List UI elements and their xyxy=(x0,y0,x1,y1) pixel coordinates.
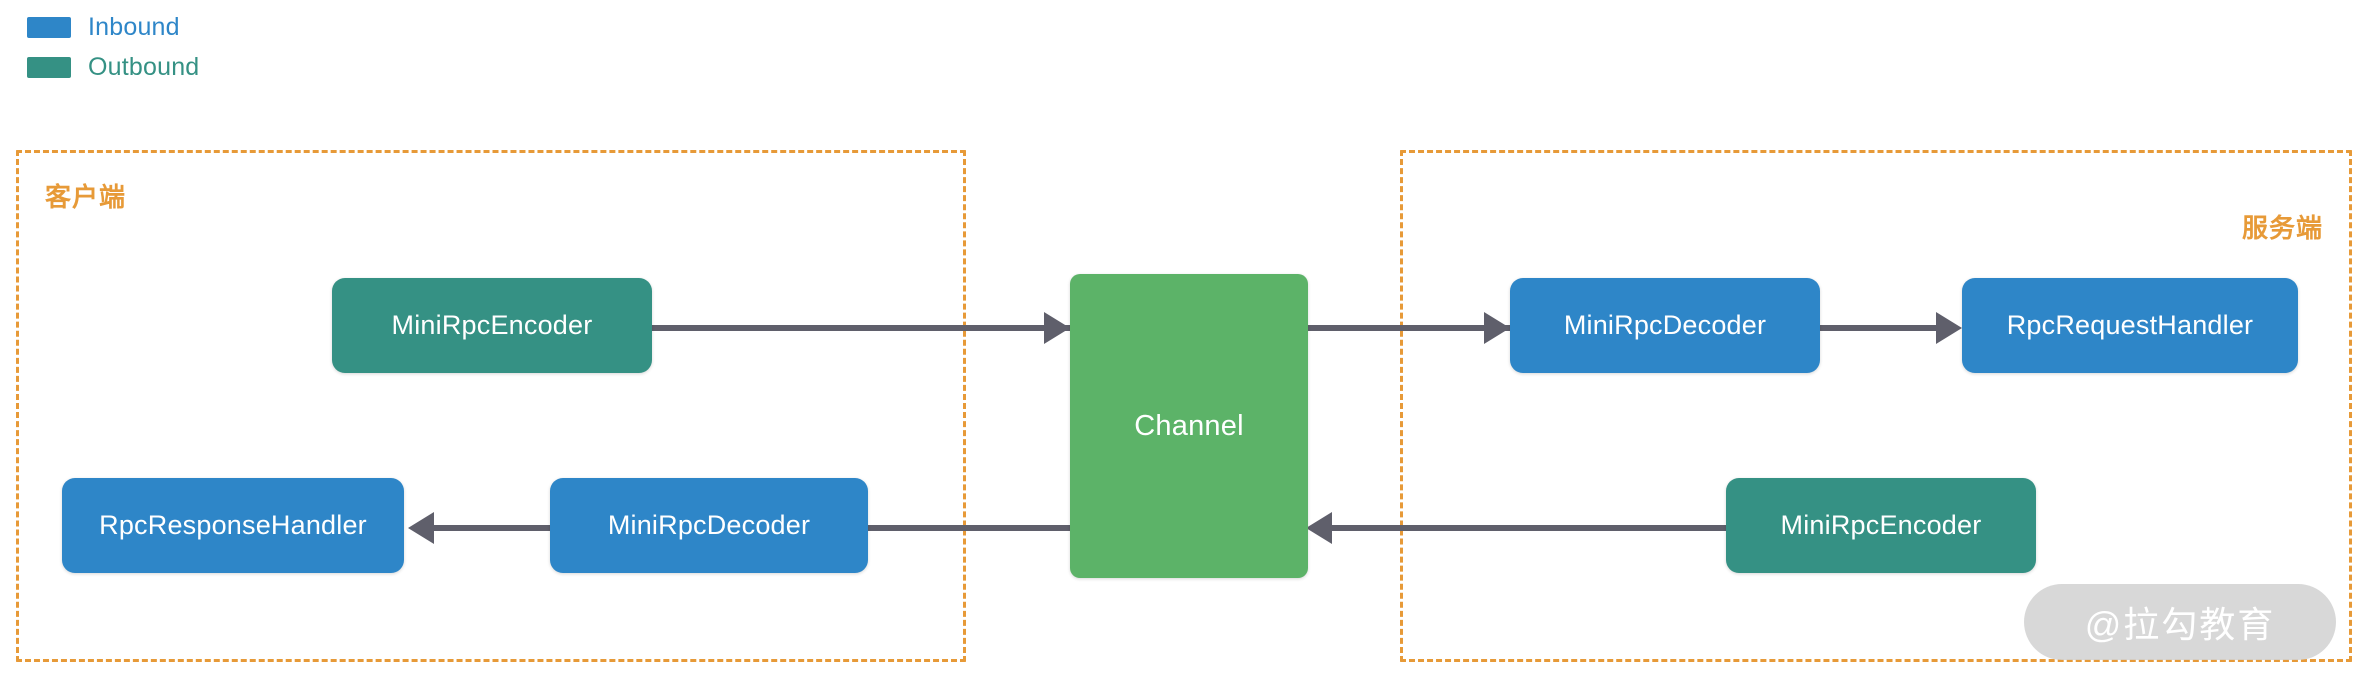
arrowhead-server-encoder-to-channel xyxy=(1306,512,1332,544)
arrowhead-server-decoder-to-request-handler xyxy=(1936,312,1962,344)
node-client-response-handler-label: RpcResponseHandler xyxy=(99,510,367,540)
group-server: 服务端 xyxy=(1400,150,2352,662)
group-server-label: 服务端 xyxy=(2241,213,2323,243)
edge-client-encoder-to-channel xyxy=(652,325,1072,331)
legend-swatch-inbound xyxy=(27,16,71,38)
legend: Inbound Outbound xyxy=(27,10,327,90)
arrowhead-client-encoder-to-channel xyxy=(1044,312,1070,344)
node-server-request-handler-label: RpcRequestHandler xyxy=(2006,310,2254,340)
legend-item-inbound: Inbound xyxy=(27,10,327,44)
watermark-text: @拉勾教育 xyxy=(2084,604,2276,645)
node-server-decoder-label: MiniRpcDecoder xyxy=(1563,310,1767,340)
node-client-encoder[interactable]: MiniRpcEncoder xyxy=(332,278,652,373)
edge-channel-to-server-decoder xyxy=(1306,325,1518,331)
node-client-decoder-label: MiniRpcDecoder xyxy=(607,510,811,540)
edge-server-encoder-to-channel xyxy=(1330,525,1730,531)
legend-label-inbound: Inbound xyxy=(88,12,180,41)
node-server-request-handler[interactable]: RpcRequestHandler xyxy=(1962,278,2298,373)
arrowhead-channel-to-server-decoder xyxy=(1484,312,1510,344)
arrowhead-client-decoder-to-response-handler xyxy=(408,512,434,544)
node-client-response-handler[interactable]: RpcResponseHandler xyxy=(62,478,404,573)
node-server-encoder-label: MiniRpcEncoder xyxy=(1780,510,1982,540)
watermark: @拉勾教育 xyxy=(2024,584,2336,660)
node-client-encoder-label: MiniRpcEncoder xyxy=(391,310,593,340)
node-client-decoder[interactable]: MiniRpcDecoder xyxy=(550,478,868,573)
legend-item-outbound: Outbound xyxy=(27,50,327,84)
group-client: 客户端 xyxy=(16,150,966,662)
node-channel[interactable]: Channel xyxy=(1070,274,1308,578)
edge-server-decoder-to-request-handler xyxy=(1816,325,1956,331)
group-client-label: 客户端 xyxy=(45,182,127,212)
node-server-encoder[interactable]: MiniRpcEncoder xyxy=(1726,478,2036,573)
node-server-decoder[interactable]: MiniRpcDecoder xyxy=(1510,278,1820,373)
legend-swatch-outbound xyxy=(27,56,71,78)
edge-client-decoder-to-response-handler xyxy=(432,525,556,531)
node-channel-label: Channel xyxy=(1134,409,1244,442)
legend-label-outbound: Outbound xyxy=(88,52,200,81)
